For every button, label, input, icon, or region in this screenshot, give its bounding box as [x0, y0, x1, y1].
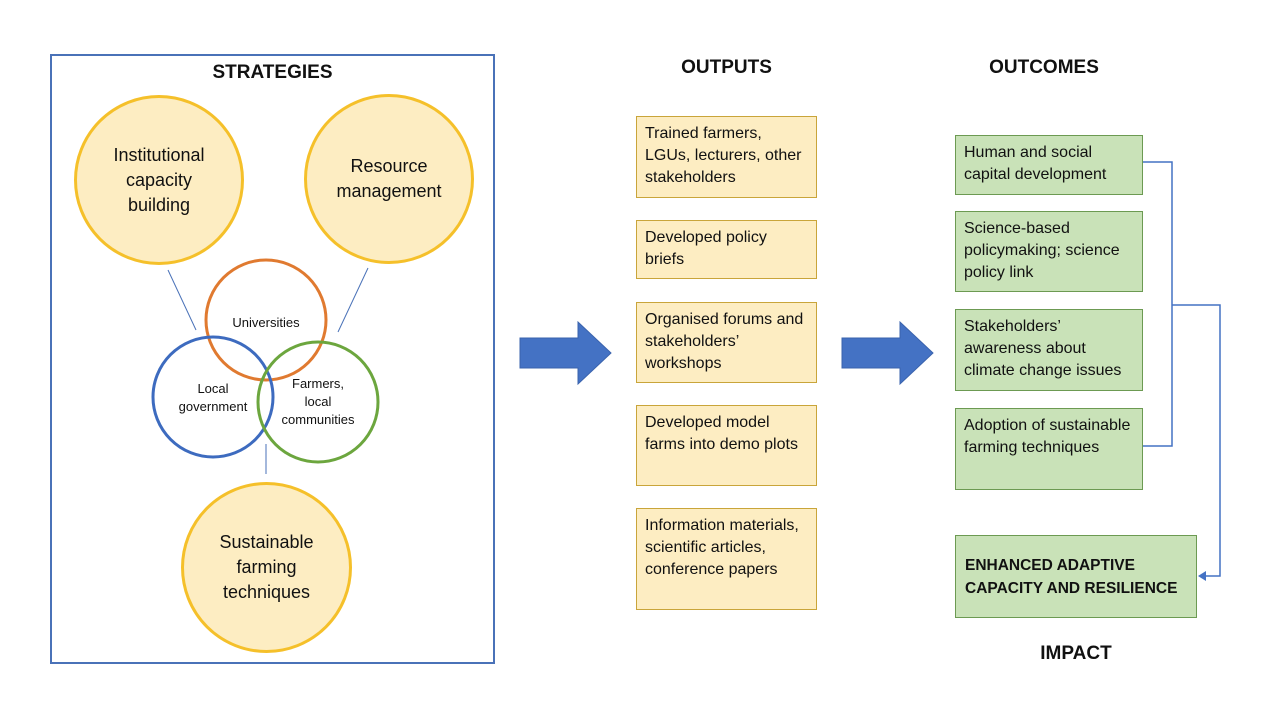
resource-line-1: Resource	[350, 156, 428, 176]
outcome-box-3: Stakeholders’ awareness about climate ch…	[955, 309, 1143, 391]
output-box-2: Developed policy briefs	[636, 220, 817, 279]
local-government-line-1: Local	[197, 381, 229, 396]
output-box-1: Trained farmers, LGUs, lecturers, other …	[636, 116, 817, 198]
institutional-line-3: building	[127, 194, 191, 215]
farmers-line-1: Farmers,	[292, 376, 344, 391]
sustainable-farming-circle: Sustainable farming techniques	[181, 482, 352, 653]
universities-label: Universities	[232, 315, 300, 330]
resource-line-2: management	[336, 181, 442, 201]
sustainable-line-1: Sustainable	[219, 532, 314, 552]
impact-line-1: ENHANCED ADAPTIVE	[965, 556, 1135, 574]
local-government-label: Local government	[163, 380, 263, 416]
sustainable-line-2: farming	[236, 557, 297, 577]
impact-box: ENHANCED ADAPTIVE CAPACITY AND RESILIENC…	[955, 535, 1197, 618]
strategies-frame	[50, 54, 495, 664]
farmers-label: Farmers, local communities	[268, 375, 368, 429]
farmers-ring	[256, 340, 380, 464]
arrow-strategies-to-outputs	[519, 320, 612, 386]
outcomes-bracket	[1143, 161, 1173, 447]
impact-heading: IMPACT	[1040, 643, 1112, 664]
farmers-line-3: communities	[281, 412, 355, 427]
outcome-box-2: Science-based policymaking; science poli…	[955, 211, 1143, 292]
local-government-line-2: government	[178, 399, 248, 414]
output-box-4: Developed model farms into demo plots	[636, 405, 817, 486]
strategies-heading: STRATEGIES	[212, 62, 333, 83]
impact-line-2: CAPACITY AND RESILIENCE	[965, 579, 1178, 597]
institutional-line-2: capacity	[125, 169, 193, 190]
connector-resource	[337, 267, 369, 333]
impact-arrowhead	[1198, 571, 1206, 581]
output-box-5: Information materials, scientific articl…	[636, 508, 817, 610]
output-box-3: Organised forums and stakeholders’ works…	[636, 302, 817, 383]
outcome-box-4: Adoption of sustainable farming techniqu…	[955, 408, 1143, 490]
connector-institutional	[167, 269, 197, 331]
universities-ring	[204, 258, 328, 382]
sustainable-line-3: techniques	[222, 582, 311, 602]
bracket-to-impact-line	[1172, 304, 1221, 577]
resource-management-circle: Resource management	[304, 94, 474, 264]
institutional-line-1: Institutional	[113, 144, 205, 165]
arrow-outputs-to-outcomes	[841, 320, 934, 386]
outcome-box-1: Human and social capital development	[955, 135, 1143, 195]
local-government-ring	[151, 335, 275, 459]
outcomes-heading: OUTCOMES	[989, 57, 1099, 78]
outputs-heading: OUTPUTS	[681, 57, 772, 78]
farmers-line-2: local	[304, 394, 332, 409]
institutional-capacity-circle: Institutional capacity building	[74, 95, 244, 265]
